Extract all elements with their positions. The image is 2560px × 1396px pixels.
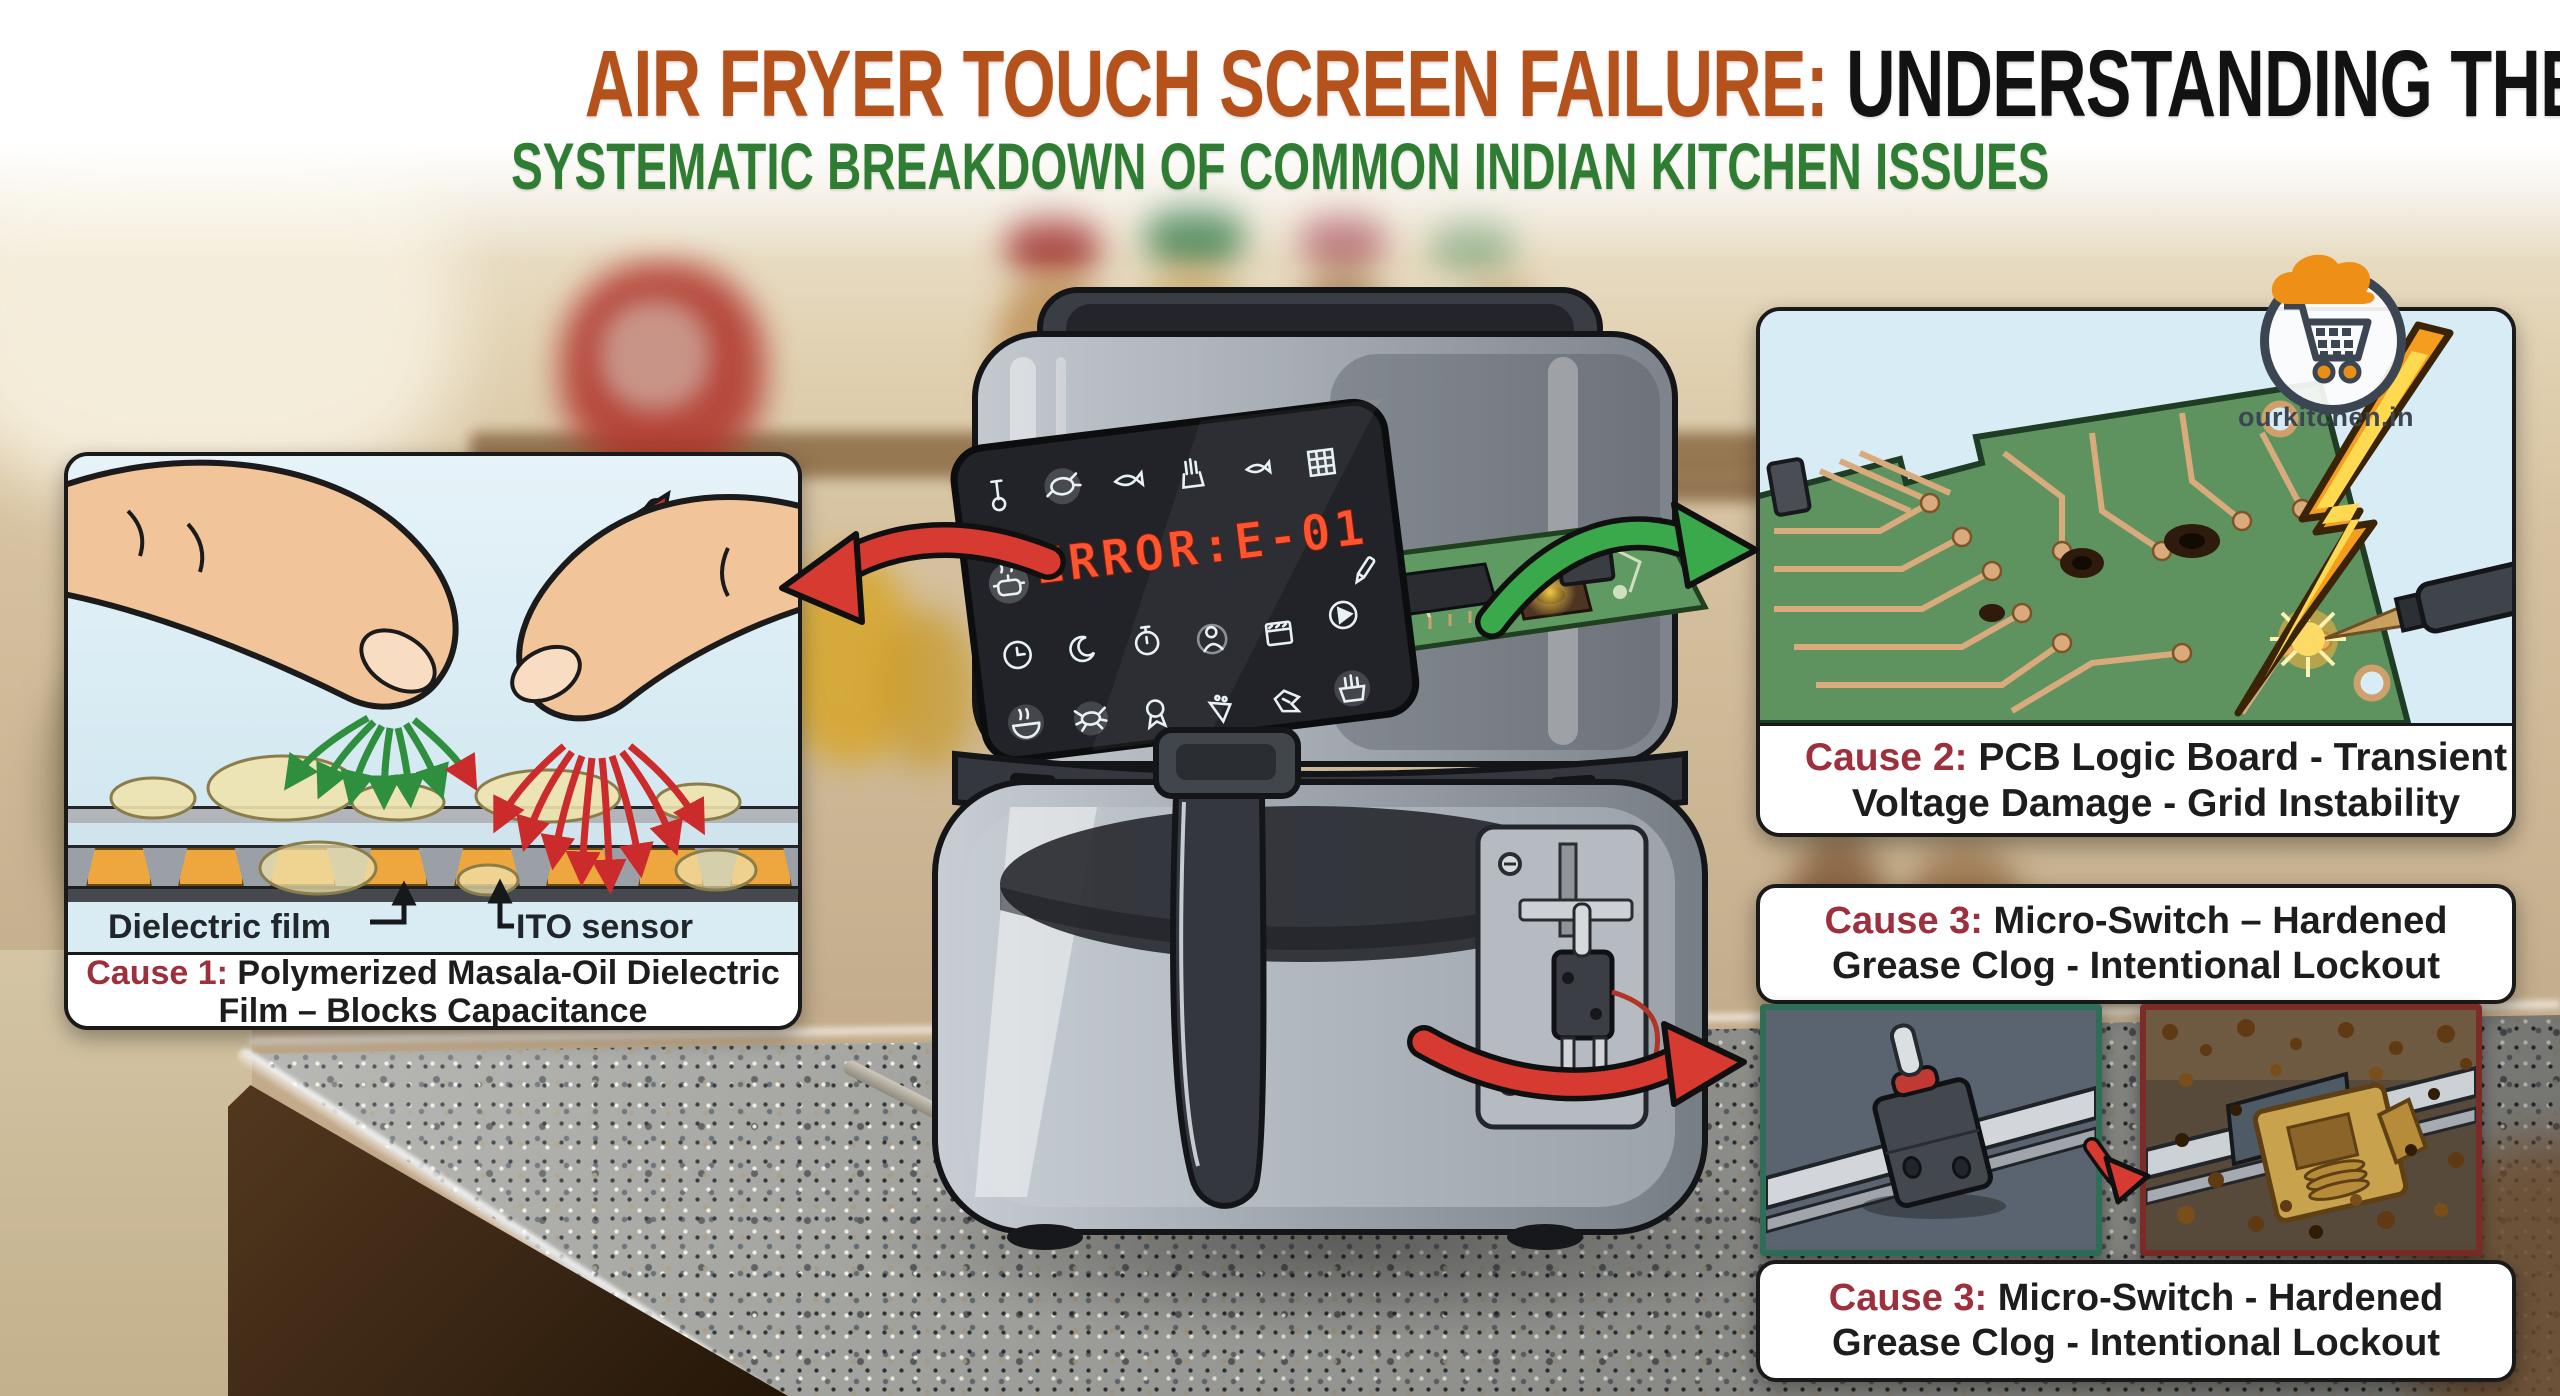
shopping-cart-icon — [2284, 302, 2372, 384]
roast-chicken-icon — [1044, 468, 1082, 505]
thermometer-icon — [990, 479, 1007, 512]
yellow-container-2 — [880, 610, 975, 770]
fryer-foot — [1007, 1224, 1083, 1250]
cause3-top-text: Micro-Switch – Hardened Grease Clog - In… — [1831, 900, 2448, 987]
pcb-board — [1760, 379, 2412, 723]
cause1-illustration — [68, 459, 798, 929]
cause2-caption-text: PCB Logic Board - Transient Voltage Dama… — [1851, 736, 2508, 825]
title-band — [0, 0, 2560, 260]
french-fries-icon — [1182, 458, 1205, 489]
chef-hat-icon — [2271, 254, 2375, 304]
finger-right — [510, 494, 798, 722]
capacitive-field-arrows-good — [284, 714, 478, 811]
finger-left — [68, 459, 459, 710]
dielectric-film-label: Dielectric film — [108, 908, 331, 946]
cause1-caption-text: Polymerized Masala-Oil Dielectric Film –… — [218, 954, 780, 1030]
switch-plunger — [1889, 1023, 1924, 1078]
fan-person-icon — [1196, 623, 1228, 655]
fish-icon — [1113, 469, 1145, 488]
main-title-orange: AIR FRYER TOUCH SCREEN FAILURE: — [584, 31, 1829, 137]
main-title: AIR FRYER TOUCH SCREEN FAILURE: UNDERSTA… — [0, 30, 2560, 139]
award-badge-icon — [1145, 699, 1168, 731]
brand-logo: ourkitchen.in — [2236, 254, 2416, 434]
cause3-bottom-text: Micro-Switch - Hardened Grease Clog - In… — [1831, 1277, 2444, 1364]
subtitle: SYSTEMATIC BREAKDOWN OF COMMON INDIAN KI… — [510, 129, 2050, 203]
micro-switch — [1872, 1023, 1993, 1209]
cause3-bottom-prefix: Cause 3: — [1828, 1277, 1988, 1319]
cause1-caption: Cause 1: Polymerized Masala-Oil Dielectr… — [68, 952, 798, 1030]
play-icon — [1328, 600, 1358, 630]
kitchen-timer-icon — [1134, 625, 1160, 656]
cause1-panel: Dielectric film ITO sensor — [64, 452, 802, 1030]
crab-icon — [1073, 701, 1108, 736]
cause2-caption-prefix: Cause 2: — [1804, 736, 1968, 779]
cause3-top-caption: Cause 3: Micro-Switch – Hardened Grease … — [1756, 884, 2516, 1004]
crescent-moon-icon — [1069, 635, 1096, 663]
clock-icon — [1003, 640, 1032, 670]
capacitive-field-arrows-blocked — [493, 743, 705, 895]
door-switch-assembly — [1475, 824, 1661, 1130]
snack-cone-icon — [1207, 694, 1233, 725]
greasy-latch-mechanism — [2252, 1082, 2429, 1223]
microswitch-clean-image — [1760, 1004, 2102, 1256]
microswitch-clean-illustration — [1766, 1010, 2096, 1250]
fryer-basket-icon — [1334, 670, 1371, 707]
basket-handle — [1153, 727, 1301, 1209]
cause2-panel: Cause 2: PCB Logic Board - Transient Vol… — [1756, 307, 2516, 837]
cause3-bottom-caption: Cause 3: Micro-Switch - Hardened Grease … — [1756, 1260, 2516, 1382]
lightning-bolt-icon — [2234, 321, 2454, 717]
logo-text: ourkitchen.in — [2237, 402, 2414, 432]
cause2-illustration — [1760, 311, 2512, 723]
cause1-caption-prefix: Cause 1: — [86, 954, 228, 992]
cause2-caption: Cause 2: PCB Logic Board - Transient Vol… — [1760, 723, 2512, 833]
test-probe — [2324, 559, 2512, 640]
meat-cuts-icon — [1273, 689, 1302, 713]
air-fryer: ERROR:E-01 — [932, 287, 1709, 1250]
ito-sensor-label: ITO sensor — [516, 908, 693, 946]
pencil-icon — [1354, 556, 1376, 585]
pcb-component — [1766, 457, 1812, 517]
copper-traces — [1774, 412, 2323, 715]
mini-oven-icon — [1264, 620, 1294, 647]
fryer-foot — [1507, 1224, 1583, 1250]
spice-packet-label — [600, 300, 710, 410]
microswitch-clogged-illustration — [2146, 1010, 2476, 1250]
microswitch-clogged-image — [2140, 1004, 2482, 1256]
cause3-top-prefix: Cause 3: — [1824, 900, 1983, 942]
fish-small-icon — [1244, 458, 1272, 475]
cause1-label-band: Dielectric film ITO sensor — [68, 902, 798, 952]
control-panel: ERROR:E-01 — [950, 398, 1420, 764]
main-title-dark: UNDERSTANDING THE REAL ENGINEERING CAUSE… — [1846, 31, 2560, 137]
door-micro-switch — [1551, 949, 1615, 1041]
noodle-bowl-icon — [1007, 704, 1044, 741]
ito-electrode — [86, 848, 152, 886]
label-leader-arrows — [370, 878, 514, 929]
burn-marks — [1979, 524, 2220, 622]
grease-specks — [2162, 1019, 2472, 1239]
waffle-grid-icon — [1306, 447, 1337, 478]
